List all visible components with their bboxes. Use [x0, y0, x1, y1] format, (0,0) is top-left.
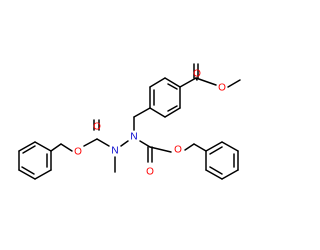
ring-bond — [221, 141, 239, 152]
atom-labels: O O N N O O O O — [74, 69, 226, 178]
atom-o-ester-ether: O — [218, 83, 226, 94]
ring-bond — [34, 169, 52, 180]
bond — [139, 140, 151, 148]
bond — [133, 107, 151, 118]
bond — [83, 138, 98, 147]
ring-bond — [221, 169, 239, 180]
ring-bond — [18, 141, 36, 152]
ring-bond — [34, 141, 52, 152]
ring-bond — [205, 169, 223, 180]
ring-bond — [205, 141, 223, 152]
ring-bond — [149, 77, 166, 88]
ring-bond — [164, 77, 181, 88]
atom-n-upper: N — [130, 132, 137, 143]
bond — [179, 77, 197, 88]
structure-diagram: O O N N O O O O — [18, 63, 241, 180]
atom-o-right-carbonyl: O — [146, 167, 154, 178]
atom-o-left-ether: O — [74, 147, 82, 158]
atom-n-lower: N — [111, 146, 118, 157]
atom-o-ester-carbonyl: O — [193, 69, 201, 80]
ring-double-bond — [209, 146, 223, 155]
atom-o-right-ether: O — [174, 145, 182, 156]
bond — [60, 143, 73, 152]
ring-bond — [149, 107, 166, 118]
ring-double-bond — [167, 105, 178, 112]
bond — [195, 77, 217, 86]
ring-double-bond — [209, 166, 223, 175]
ring-double-bond — [22, 145, 36, 154]
bond — [96, 138, 110, 147]
bond — [184, 143, 195, 151]
ring-double-bond — [167, 83, 178, 90]
ring-double-bond — [21, 166, 35, 175]
ring-bond — [18, 169, 36, 180]
methyl-bond — [227, 79, 241, 88]
bond — [193, 143, 207, 152]
bond — [50, 143, 62, 152]
bond — [149, 146, 172, 153]
nn-bond — [120, 140, 129, 147]
ring-bond — [164, 107, 181, 118]
bond-lines — [18, 63, 241, 180]
atom-o-left-carbonyl: O — [93, 122, 101, 133]
